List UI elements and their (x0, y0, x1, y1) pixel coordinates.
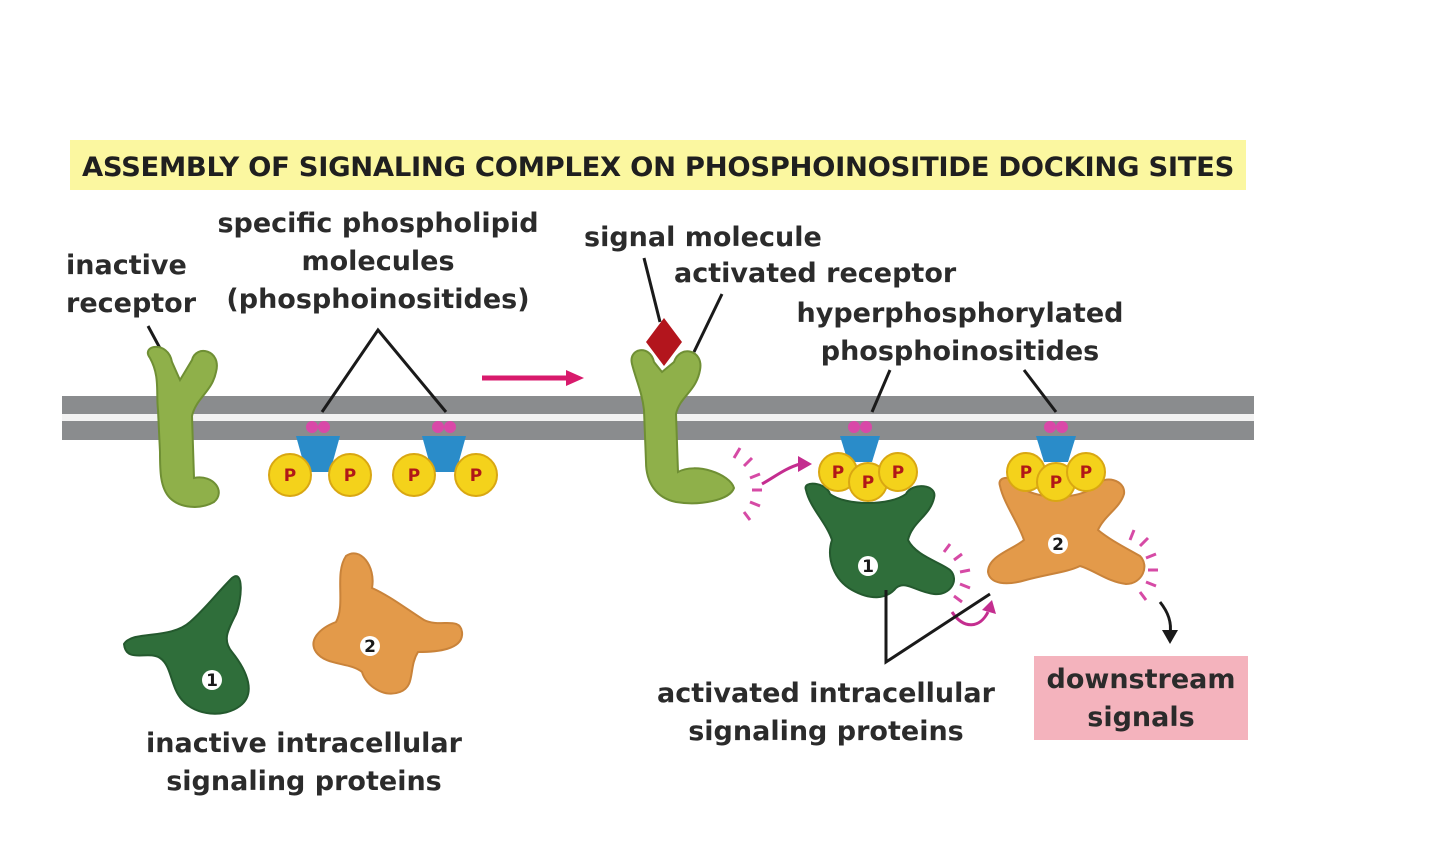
lipid-head (306, 421, 318, 433)
activity-ray (959, 568, 971, 574)
transition-arrow (482, 370, 584, 386)
activity-ray (749, 472, 761, 480)
protein-number-badge (360, 636, 380, 656)
inositol-ring (1036, 436, 1076, 462)
phosphate-label: P (284, 466, 296, 486)
activity-ray (1138, 536, 1150, 548)
phosphate-label: P (862, 473, 874, 493)
phosphate-group (392, 453, 436, 497)
phosphate-label: P (832, 463, 844, 483)
protein-2-activity-rays (1128, 529, 1158, 601)
downstream-box-bg (1034, 656, 1248, 740)
arrow-shaft (1158, 601, 1172, 635)
phosphate-label: P (892, 463, 904, 483)
lipid-head (318, 421, 330, 433)
phosphate-label: P (1080, 463, 1092, 483)
lipid-head (1056, 421, 1068, 433)
phosphate-group (328, 453, 372, 497)
lipid-head (860, 421, 872, 433)
inactive-protein-2: 2 (312, 552, 464, 695)
receptor-activity-rays (732, 447, 762, 521)
title-banner: ASSEMBLY OF SIGNALING COMPLEX ON PHOSPHO… (70, 140, 1246, 190)
activated-protein-1-complex: 1 P P P (804, 421, 955, 599)
phosphorylation-arrow (761, 456, 812, 486)
activated-protein-2-complex: 2 P P P (986, 421, 1146, 586)
label-inactive-proteins-line2: signaling proteins (166, 766, 442, 797)
lipid-head (444, 421, 456, 433)
downstream-arrow (1158, 601, 1178, 644)
protein-number-badge (1048, 534, 1068, 554)
arrow-shaft (761, 462, 801, 486)
label-hyperphosphorylated-line2: phosphoinositides (821, 336, 1100, 367)
activity-ray (953, 594, 963, 604)
protein-number-2: 2 (1052, 535, 1064, 555)
protein-number-badge (202, 670, 222, 690)
title-highlight (70, 140, 1246, 190)
protein-number-badge (858, 556, 878, 576)
activity-ray (1138, 591, 1148, 601)
phosphoinositide-a: P P (268, 421, 372, 497)
label-inactive-receptor-line1: inactive (66, 250, 187, 281)
leader-activated-receptor (692, 293, 724, 353)
inactive-protein-1: 1 (122, 575, 250, 715)
phosphate-label: P (344, 466, 356, 486)
leader-phospholipids (320, 327, 448, 413)
lipid-head (1044, 421, 1056, 433)
label-activated-proteins-line1: activated intracellular (657, 678, 996, 709)
label-inactive-receptor-line2: receptor (66, 288, 197, 319)
protein-number-1: 1 (862, 557, 874, 577)
label-downstream-line2: signals (1087, 702, 1194, 733)
label-activated-receptor: activated receptor (674, 258, 957, 289)
label-inactive-proteins-line1: inactive intracellular (146, 728, 463, 759)
label-phospholipid-line3: (phosphoinositides) (226, 284, 529, 315)
activity-ray (742, 511, 752, 521)
lipid-head (848, 421, 860, 433)
activity-ray (1145, 580, 1157, 588)
downstream-signals-box: downstream signals (1034, 656, 1248, 740)
arrow-head (982, 600, 996, 614)
label-signal-molecule: signal molecule (584, 222, 822, 253)
inositol-ring (422, 436, 466, 472)
arrow-head (566, 370, 584, 386)
activity-ray (1128, 529, 1136, 541)
leader-signal-molecule (642, 257, 662, 323)
phosphate-group (454, 453, 498, 497)
phosphate-group (878, 452, 918, 492)
phosphoinositide-b: P P (392, 421, 498, 497)
phosphate-label: P (1050, 473, 1062, 493)
activity-ray (959, 582, 971, 590)
arrow-head (1162, 630, 1178, 644)
leader-hyperphospho-b (1022, 369, 1058, 413)
protein-1-activity-rays (942, 543, 971, 604)
leader-hyperphospho-a (870, 369, 892, 413)
leader-activated-proteins (884, 590, 991, 665)
label-phospholipid-line2: molecules (301, 246, 454, 277)
lipid-head (432, 421, 444, 433)
label-phospholipid-line1: specific phospholipid (217, 208, 538, 239)
diagram-title: ASSEMBLY OF SIGNALING COMPLEX ON PHOSPHO… (82, 152, 1234, 183)
arrow-head (798, 456, 812, 472)
protein-number-1: 1 (206, 671, 218, 691)
phosphate-label: P (1020, 463, 1032, 483)
inactive-receptor (146, 345, 220, 508)
activity-ray (953, 552, 963, 562)
activity-ray (749, 500, 761, 508)
phosphate-label: P (470, 466, 482, 486)
activity-ray (742, 456, 754, 468)
activity-ray (732, 447, 742, 459)
label-activated-proteins-line1: signaling proteins (688, 716, 964, 747)
phosphate-group (1066, 452, 1106, 492)
activated-receptor (630, 349, 736, 505)
inositol-ring (840, 436, 880, 462)
phosphate-label: P (408, 466, 420, 486)
label-hyperphosphorylated-line1: hyperphosphorylated (797, 298, 1124, 329)
label-downstream-line1: downstream (1047, 664, 1236, 695)
activity-ray (1145, 552, 1157, 560)
activity-ray (942, 543, 952, 553)
signal-molecule (646, 318, 682, 366)
phosphate-group (268, 453, 312, 497)
protein-number-2: 2 (364, 637, 376, 657)
